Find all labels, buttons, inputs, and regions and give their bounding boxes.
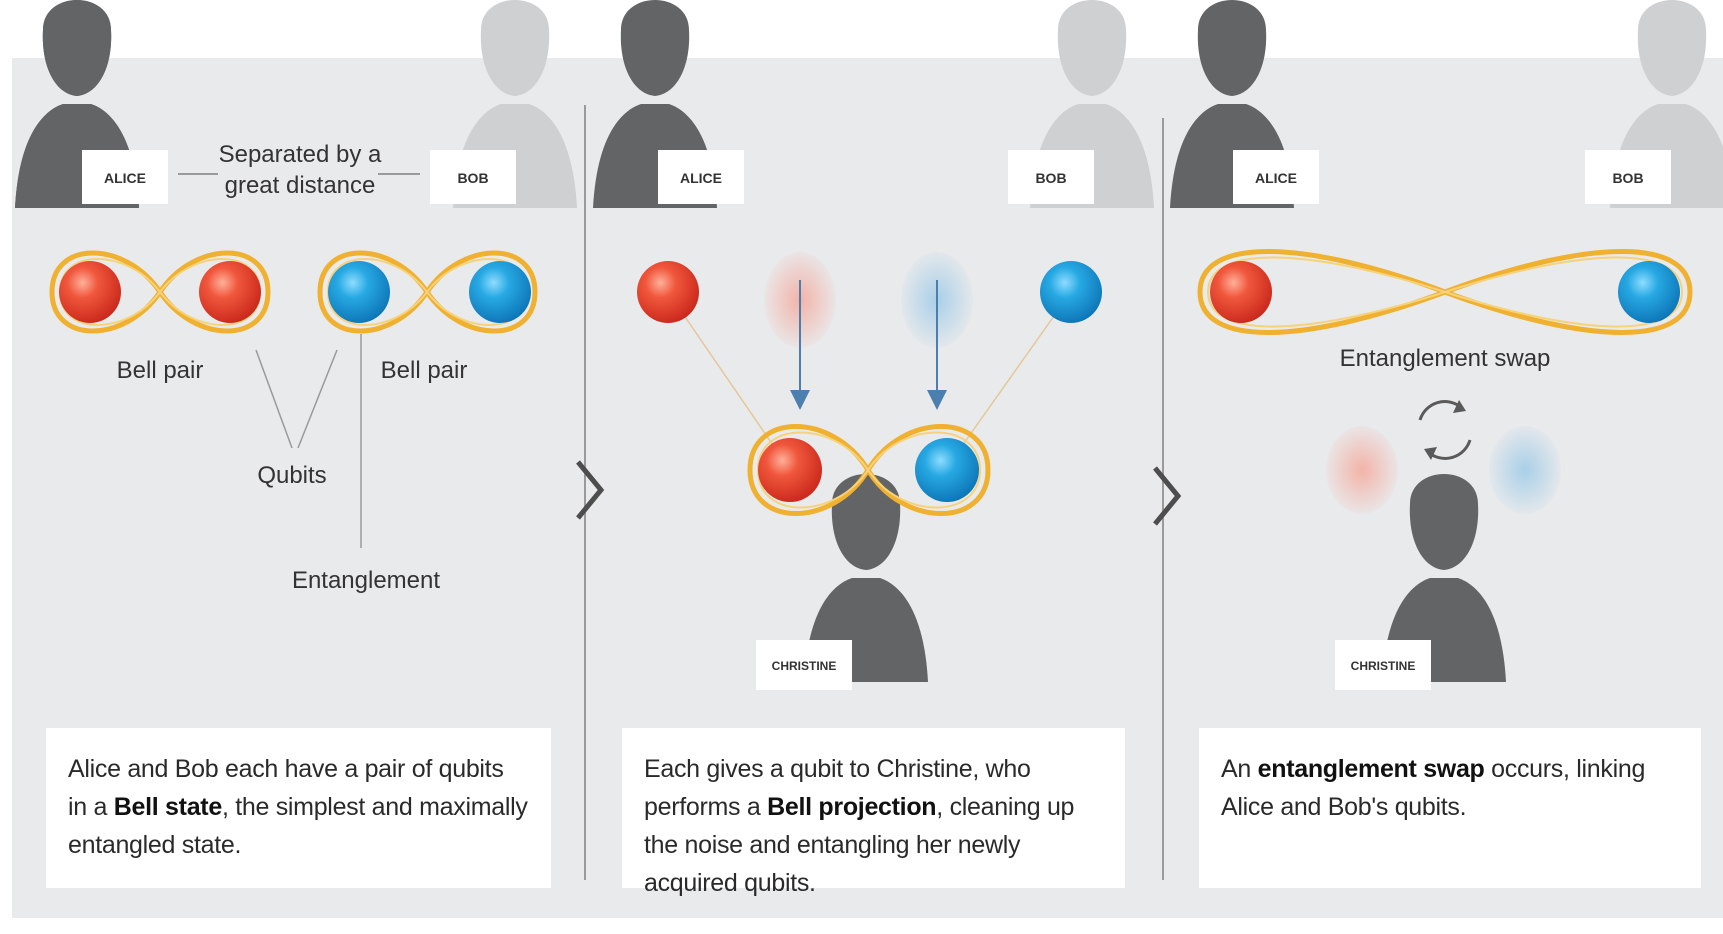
bell-pair-label-left: Bell pair: [117, 357, 204, 384]
red-qubit: [199, 261, 261, 323]
red-qubit: [637, 261, 699, 323]
qubits-pointer: [255, 349, 293, 449]
christine-label-box: [756, 640, 852, 690]
caption-text: Alice and Bob each have a pair of qubits…: [68, 755, 504, 821]
caption-text: , cleaning up the noise and entangling h…: [644, 793, 1075, 897]
chevron-right-icon: [576, 460, 605, 520]
blue-qubit: [1040, 261, 1102, 323]
bob-label: BOB: [457, 170, 488, 186]
bob-label-box: [1008, 150, 1094, 204]
blue-qubit: [328, 261, 390, 323]
caption-panel-3: An entanglement swap occurs, linking Ali…: [1199, 728, 1701, 888]
blue-qubit: [1618, 261, 1680, 323]
bob-label: BOB: [1035, 170, 1066, 186]
caption-bold-term: Bell projection: [767, 793, 937, 821]
caption-bold-term: entanglement swap: [1257, 755, 1485, 783]
caption-bold-term: Bell state: [113, 793, 222, 821]
red-qubit: [1210, 261, 1272, 323]
distance-label-line1: Separated by a: [219, 141, 382, 168]
bob-label: BOB: [1612, 170, 1643, 186]
caption-text: An: [1221, 755, 1258, 783]
qubits-pointer: [297, 349, 338, 449]
alice-label-box: [82, 150, 168, 204]
caption-text: Each gives a qubit to Christine, who per…: [644, 755, 1031, 821]
blue-qubit: [915, 438, 979, 502]
alice-label: ALICE: [104, 170, 146, 186]
ghost-red-qubit: [1326, 426, 1398, 514]
entanglement-loop-inner: [756, 431, 982, 509]
bob-label-box: [430, 150, 516, 204]
caption-text: occurs, linking Alice and Bob's qubits.: [1221, 755, 1646, 821]
alice-label: ALICE: [680, 170, 722, 186]
bell-pair-label-right: Bell pair: [381, 357, 468, 384]
panel-1: ALICE BOB Separated by a great distance …: [15, 0, 577, 594]
alice-label-box: [658, 150, 744, 204]
alice-label-box: [1233, 150, 1319, 204]
christine-label: CHRISTINE: [1351, 659, 1416, 673]
ghost-blue-qubit: [1489, 426, 1561, 514]
caption-panel-2: Each gives a qubit to Christine, who per…: [622, 728, 1125, 897]
entanglement-label: Entanglement: [292, 567, 440, 594]
panel-3: ALICE BOB Entanglement swap CHRISTINE: [1170, 0, 1723, 690]
entanglement-loop-inner: [58, 258, 262, 326]
bob-label-box: [1585, 150, 1671, 204]
caption-panel-1: Alice and Bob each have a pair of qubits…: [46, 728, 551, 888]
swap-label: Entanglement swap: [1340, 345, 1551, 372]
blue-qubit: [469, 261, 531, 323]
alice-label: ALICE: [1255, 170, 1297, 186]
qubits-label: Qubits: [257, 462, 326, 489]
caption-text: , the simplest and maximally entangled s…: [68, 793, 528, 859]
christine-label-box: [1335, 640, 1431, 690]
faint-link: [667, 291, 791, 471]
red-qubit: [758, 438, 822, 502]
panel-2: ALICE BOB CHRISTINE: [593, 0, 1154, 690]
distance-label-line2: great distance: [225, 172, 376, 199]
red-qubit: [59, 261, 121, 323]
cycle-arrows-icon: [1418, 400, 1472, 460]
christine-label: CHRISTINE: [772, 659, 837, 673]
chevron-right-icon: [1153, 466, 1182, 526]
